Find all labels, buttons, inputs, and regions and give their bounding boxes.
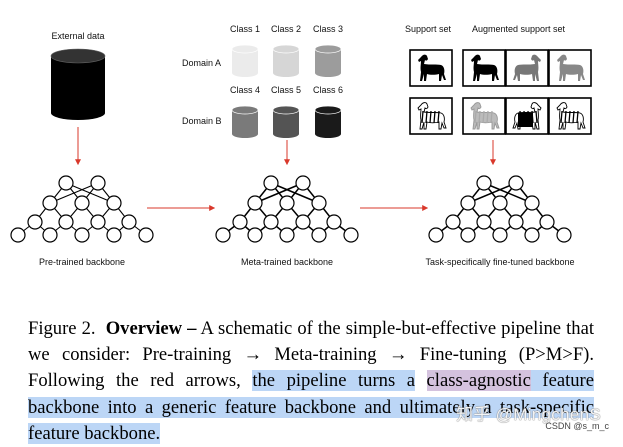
class-label-6: Class 6 <box>313 85 343 95</box>
network-node <box>539 214 555 230</box>
class-cylinder-2: Class 2 <box>271 24 301 77</box>
network-node <box>215 227 231 243</box>
networks <box>10 175 572 243</box>
network-node <box>106 195 122 211</box>
network-node <box>42 195 58 211</box>
zebra-image-2 <box>462 97 506 135</box>
class-cylinder-6: Class 6 <box>313 85 343 138</box>
network-node <box>556 227 572 243</box>
horse-image-4 <box>548 49 592 87</box>
network-node <box>524 195 540 211</box>
class-label-2: Class 2 <box>271 24 301 34</box>
network-node <box>476 214 492 230</box>
network-node <box>279 227 295 243</box>
network-node <box>508 214 524 230</box>
class-label-4: Class 4 <box>230 85 260 95</box>
network-node <box>27 214 43 230</box>
network-node <box>138 227 154 243</box>
support-images <box>409 49 592 135</box>
horse-image-3 <box>505 49 549 87</box>
occlusion-patch <box>518 113 533 127</box>
network-node <box>524 227 540 243</box>
zebra-icon <box>556 102 586 130</box>
network-node <box>343 227 359 243</box>
network-node <box>445 214 461 230</box>
zebra-icon <box>470 102 500 130</box>
network-node <box>263 175 279 191</box>
network-node <box>247 195 263 211</box>
pretrained-backbone-label: Pre-trained backbone <box>39 257 125 267</box>
network-node <box>279 195 295 211</box>
augmented-support-set-label: Augmented support set <box>472 24 566 34</box>
class-cylinder-5: Class 5 <box>271 85 301 138</box>
network-node <box>121 214 137 230</box>
class-cylinder-1: Class 1 <box>230 24 260 77</box>
support-set-label: Support set <box>405 24 452 34</box>
network-node <box>90 175 106 191</box>
caption-text: A schematic of the simple-but-effective … <box>28 318 595 392</box>
network-node <box>460 195 476 211</box>
network-node <box>508 175 524 191</box>
network-node <box>311 227 327 243</box>
network-node <box>58 214 74 230</box>
metatrained-backbone-label: Meta-trained backbone <box>241 257 333 267</box>
network-node <box>295 175 311 191</box>
network-node <box>263 214 279 230</box>
network-node <box>58 175 74 191</box>
external-data-label: External data <box>51 31 104 41</box>
network-node <box>492 195 508 211</box>
network-node <box>74 227 90 243</box>
source-credit: CSDN @s_m_c <box>545 421 609 431</box>
zebra-image-1 <box>409 97 453 135</box>
network-node <box>74 195 90 211</box>
class-cylinder-4: Class 4 <box>230 85 260 138</box>
network-node <box>428 227 444 243</box>
network-node <box>295 214 311 230</box>
zebra-icon <box>417 102 447 130</box>
highlight-2: class-agnostic <box>426 370 531 392</box>
network-node <box>311 195 327 211</box>
network-node <box>232 214 248 230</box>
class-label-3: Class 3 <box>313 24 343 34</box>
network-node <box>476 175 492 191</box>
figure-caption: Figure 2. Overview – A schematic of the … <box>28 316 594 447</box>
external-data-cylinder <box>50 48 106 120</box>
network-node <box>492 227 508 243</box>
finetuned-backbone-label: Task-specifically fine-tuned backbone <box>425 257 574 267</box>
finetuned-network <box>428 175 572 243</box>
network-node <box>10 227 26 243</box>
network-node <box>247 227 263 243</box>
pretrained-network <box>10 175 154 243</box>
network-node <box>90 214 106 230</box>
figure-label: Figure 2. <box>28 318 96 339</box>
domain-a-label: Domain A <box>182 58 221 68</box>
domain-b-label: Domain B <box>182 116 222 126</box>
horse-image-1 <box>409 49 453 87</box>
network-node <box>106 227 122 243</box>
class-label-1: Class 1 <box>230 24 260 34</box>
network-node <box>460 227 476 243</box>
horse-image-2 <box>462 49 506 87</box>
zebra-image-4 <box>548 97 592 135</box>
network-node <box>42 227 58 243</box>
watermark: 知乎 @MingchenS <box>456 405 601 424</box>
zebra-image-3 <box>505 97 549 135</box>
network-node <box>326 214 342 230</box>
caption-title: Overview – <box>105 318 197 339</box>
class-cylinder-3: Class 3 <box>313 24 343 77</box>
class-label-5: Class 5 <box>271 85 301 95</box>
class-cylinders: Class 1 Class 2 Class 3 Class 4 Class 5 Class… <box>230 24 343 138</box>
highlight-1: the pipeline turns a <box>252 370 415 392</box>
metatrained-network <box>215 175 359 243</box>
